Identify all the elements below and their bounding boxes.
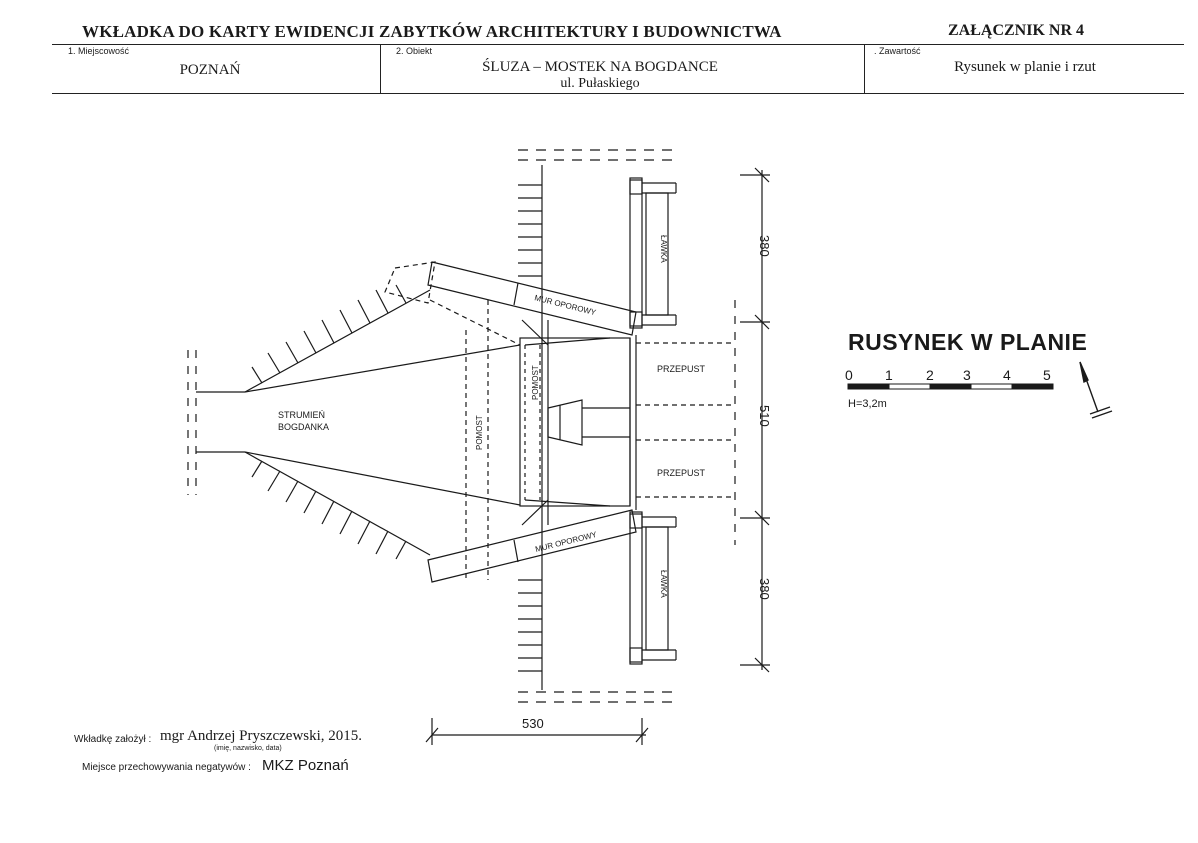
author-sub: (imię, nazwisko, data) — [214, 745, 282, 752]
header-bottom-rule — [52, 93, 1184, 94]
lawka-label-lower: ŁAWKA — [659, 570, 668, 598]
dimension-middle: 510 — [757, 405, 772, 427]
lawka-label-upper: ŁAWKA — [659, 235, 668, 263]
header-divider-2 — [864, 44, 865, 93]
storage-value: MKZ Poznań — [262, 757, 349, 774]
author-value: mgr Andrzej Pryszczewski, 2015. — [160, 728, 363, 744]
plan-title: RUSYNEK W PLANIE — [848, 329, 1088, 355]
scale-tick-5: 5 — [1043, 367, 1051, 383]
pomost-label-inner: POMOST — [531, 365, 540, 400]
storage-label: Miejsce przechowywania negatywów : — [82, 762, 251, 773]
field-object-label: 2. Obiekt — [396, 46, 433, 56]
height-note: H=3,2m — [848, 398, 887, 410]
mur-oporowy-label-lower: MUR OPOROWY — [534, 530, 598, 554]
field-content-label: . Zawartość — [874, 46, 921, 56]
upper-bench-frame — [629, 177, 643, 329]
scale-tick-2: 2 — [926, 367, 934, 383]
field-content-value: Rysunek w planie i rzut — [954, 59, 1096, 75]
annex-number: ZAŁĄCZNIK NR 4 — [948, 22, 1085, 39]
przepust-label-lower: PRZEPUST — [657, 468, 706, 478]
scale-bar — [847, 383, 1054, 390]
field-object-street: ul. Pułaskiego — [560, 76, 640, 91]
dimension-bottom: 380 — [757, 578, 772, 600]
scale-tick-3: 3 — [963, 367, 971, 383]
north-arrow-icon — [1079, 361, 1113, 419]
stream-label-2: BOGDANKA — [278, 422, 329, 432]
lock-chamber — [519, 337, 631, 507]
lower-slope-hatch — [251, 460, 407, 560]
pomost-label-outer: POMOST — [475, 415, 484, 450]
bank-ticks — [518, 184, 542, 672]
upper-bench — [645, 192, 669, 316]
field-locality-value: POZNAŃ — [179, 62, 241, 78]
scale-tick-4: 4 — [1003, 367, 1011, 383]
scale-tick-0: 0 — [845, 367, 853, 383]
field-object-value: ŚLUZA – MOSTEK NA BOGDANCE — [482, 59, 718, 75]
field-locality-label: 1. Miejscowość — [68, 46, 130, 56]
header-top-rule — [52, 44, 1184, 45]
dimension-width: 530 — [522, 716, 544, 731]
lower-retaining-wall — [427, 509, 637, 583]
gate — [547, 399, 583, 446]
header-divider-1 — [380, 44, 381, 93]
upper-slope-hatch — [251, 284, 407, 384]
dimension-top: 380 — [757, 235, 772, 257]
stream-label-1: STRUMIEŃ — [278, 410, 325, 420]
lower-bench-frame — [629, 511, 643, 665]
lower-bench — [645, 526, 669, 651]
scale-tick-1: 1 — [885, 367, 893, 383]
przepust-label-upper: PRZEPUST — [657, 364, 706, 374]
document-title: WKŁADKA DO KARTY EWIDENCJI ZABYTKÓW ARCH… — [82, 22, 782, 41]
author-label: Wkładkę założył : — [74, 734, 152, 745]
upper-retaining-wall — [427, 261, 637, 336]
